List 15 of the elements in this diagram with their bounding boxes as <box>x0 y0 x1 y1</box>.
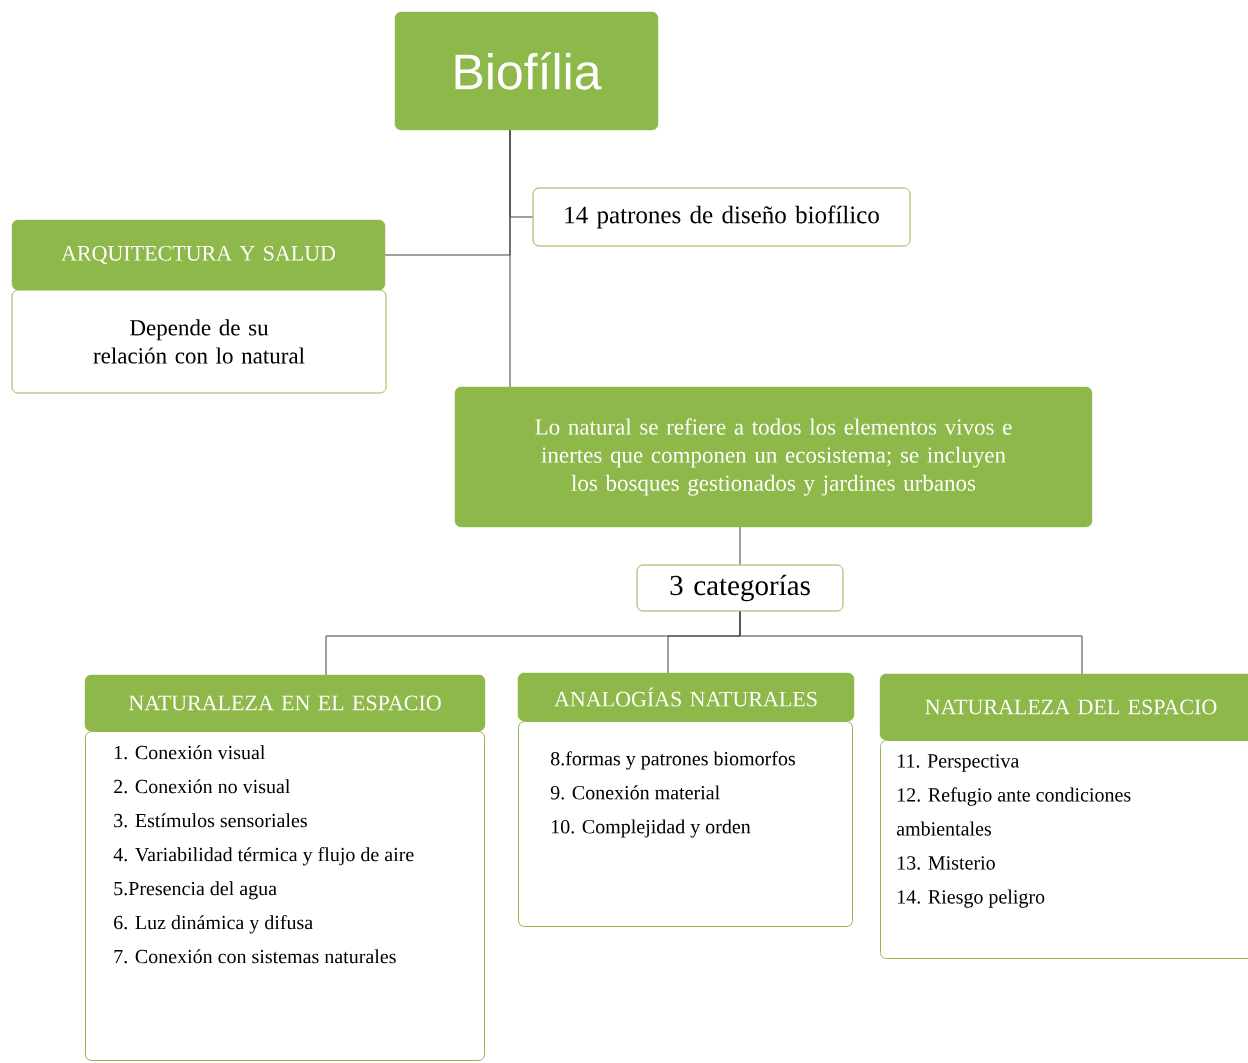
description-box: Depende de su relación con lo natural <box>11 289 387 394</box>
title-box: Biofília <box>394 11 659 131</box>
header-box: NATURALEZA EN EL ESPACIO <box>84 674 486 732</box>
list-box: 8.formas y patrones biomorfos 9. Conexión material 10. Complejidad y orden <box>518 721 853 927</box>
connector-line <box>739 611 1083 675</box>
header-box: ARQUITECTURA Y SALUD <box>11 219 386 291</box>
list-box: 1. Conexión visual 2. Conexión no visual 3. Estímulos sensoriales 4. Variabilidad térmica y flujo de aire 5.Presencia del agua 6. Luz dinámica y difusa 7. Conexión con sistemas naturales <box>85 731 485 1061</box>
definition-box: Lo natural se refiere a todos los elementos vivos e inertes que componen un ecosistema; se incluyen los bosques gestionados y jardines urbanos <box>454 386 1093 528</box>
header-box: NATURALEZA DEL ESPACIO <box>879 673 1248 741</box>
header-box: ANALOGÍAS NATURALES <box>517 672 855 722</box>
connector-line <box>509 129 511 388</box>
pattern-count-box: 14 patrones de diseño biofílico <box>532 187 911 247</box>
connector-line <box>739 526 741 565</box>
list-box: 11. Perspectiva 12. Refugio ante condiciones ambientales 13. Misterio 14. Riesgo peligro <box>880 740 1248 959</box>
category-count-box: 3 categorías <box>636 564 844 612</box>
